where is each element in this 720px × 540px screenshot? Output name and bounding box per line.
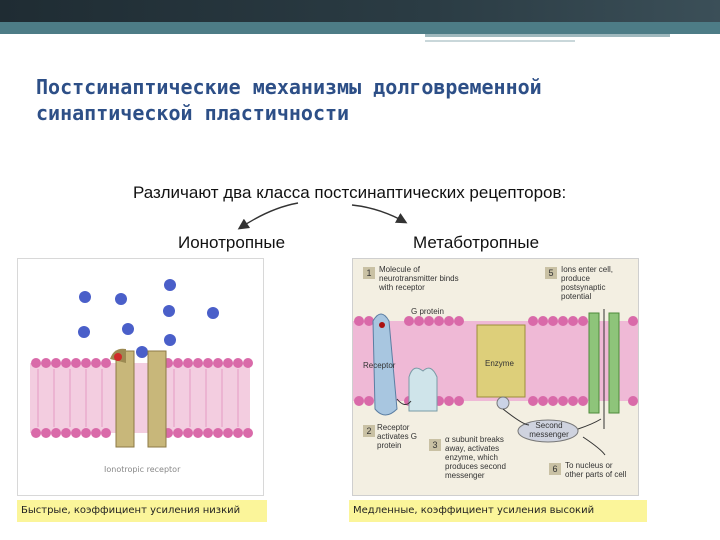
enzyme-label: Enzyme [485, 359, 514, 368]
step-number-2: 2 [363, 425, 375, 437]
ionotropic-figure: Ionotropic receptor [17, 258, 264, 496]
ionotropic-diagram [30, 279, 253, 448]
ion-channel [110, 348, 167, 448]
receptor-protein [372, 313, 398, 416]
step-number-5: 5 [545, 267, 557, 279]
label-ionotropic: Ионотропные [178, 233, 286, 252]
label-metabotropic: Метаботропные [413, 233, 540, 252]
slide-title-line1: Постсинаптические механизмы долговременн… [36, 75, 542, 99]
step-text-2: Receptor activates G protein [377, 423, 418, 450]
caption-metabotropic: Медленные, коэффициент усиления высокий [349, 500, 647, 522]
metabotropic-diagram [353, 309, 638, 456]
step-number-3: 3 [429, 439, 441, 451]
header-accent-bar [0, 22, 720, 34]
receptor-label: Receptor [363, 361, 396, 370]
alpha-subunit [496, 396, 510, 410]
lipid-bilayer [30, 358, 253, 438]
ion-channel-right [588, 312, 600, 414]
enzyme [476, 324, 526, 398]
header-line [425, 34, 670, 37]
g-protein-label: G protein [411, 307, 444, 316]
step-number-1: 1 [363, 267, 375, 279]
step-text-5: Ions enter cell, produce postsynaptic po… [561, 265, 614, 301]
ionotropic-figure-label: Ionotropic receptor [104, 465, 181, 474]
slide-subtitle: Различают два класса постсинаптических р… [133, 183, 567, 202]
metabotropic-figure: 1 Molecule of neurotransmitter binds wit… [352, 258, 639, 496]
g-protein [408, 367, 438, 412]
step-text-3: α subunit breaks away, activates enzyme,… [445, 435, 506, 480]
step-text-1: Molecule of neurotransmitter binds with … [379, 265, 459, 292]
slide-title-line2: синаптической пластичности [36, 101, 350, 125]
arrow-to-metabotropic [351, 204, 408, 224]
header-line-short [425, 40, 575, 42]
arrow-to-ionotropic [237, 202, 299, 230]
step-number-6: 6 [549, 463, 561, 475]
second-messenger [517, 419, 579, 443]
step-text-6: To nucleus or other parts of cell [565, 461, 627, 479]
second-messenger-label: Second messenger [529, 421, 569, 439]
slide-title: Постсинаптические механизмы долговременн… [36, 74, 676, 126]
caption-ionotropic: Быстрые, коэффициент усиления низкий [17, 500, 267, 522]
header-bar [0, 0, 720, 22]
